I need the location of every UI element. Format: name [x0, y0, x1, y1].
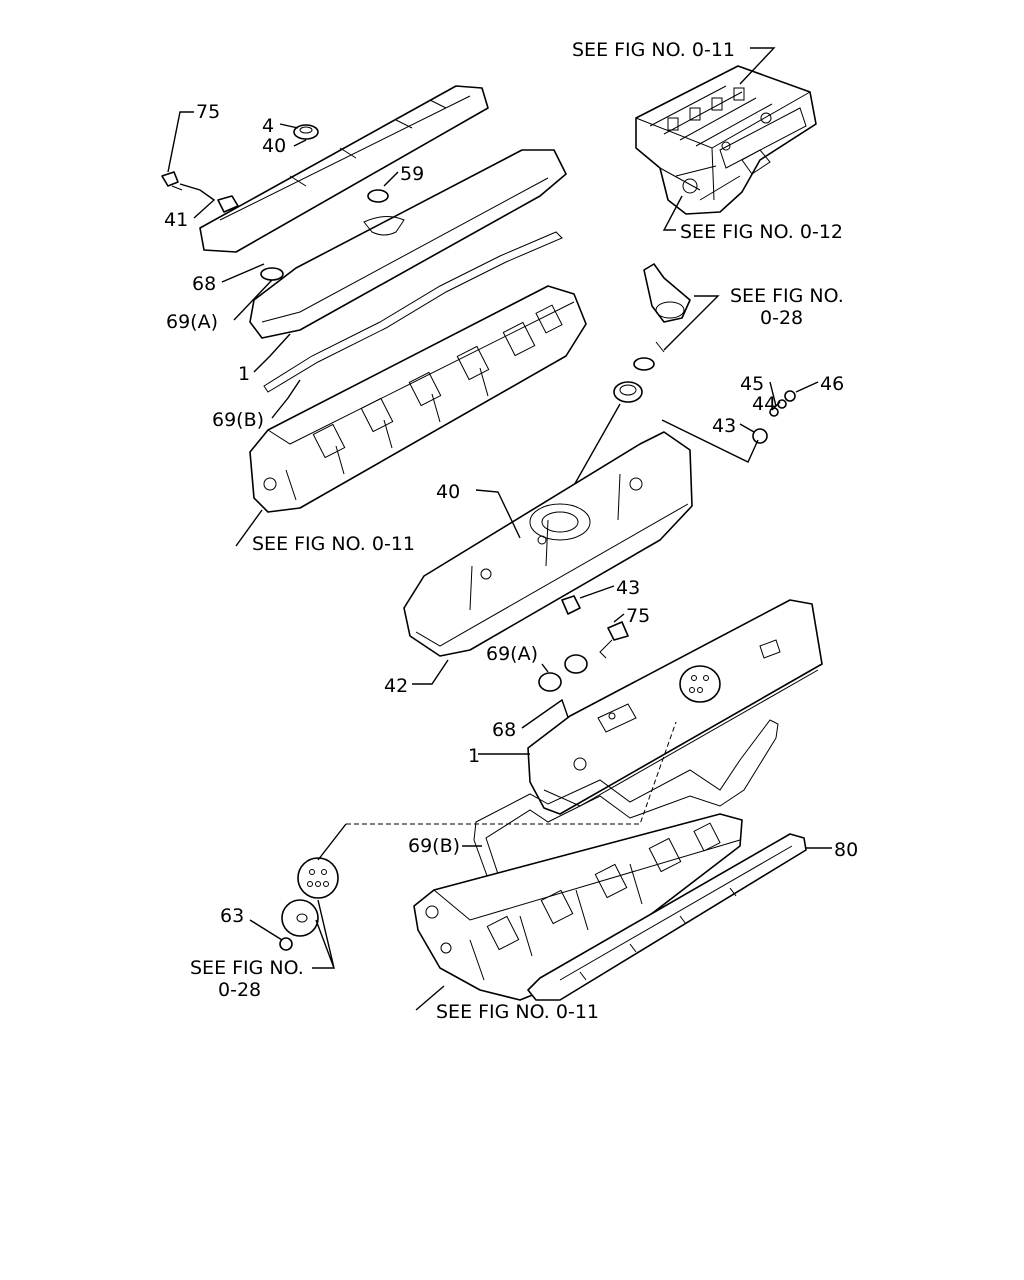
nut-43-mid: [561, 595, 581, 615]
leader-46: [795, 381, 819, 393]
leader-1-top: [253, 333, 291, 373]
leader-69b-top: [271, 379, 301, 419]
cylinder-head-upper: [249, 285, 587, 513]
leader-75-mid: [613, 613, 625, 623]
leader-63: [249, 919, 283, 941]
callout-69b-top: 69(B): [212, 409, 264, 431]
callout-1-top: 1: [238, 363, 250, 385]
label-see-fig-0-11-bottom: SEE FIG NO. 0-11: [436, 1001, 599, 1023]
link-plate-to-cover: [346, 721, 677, 825]
leader-engine-top: [739, 47, 776, 85]
callout-40-mid: 40: [436, 481, 460, 503]
leader-69a-mid: [541, 663, 549, 673]
valve-cover-lower: [527, 599, 823, 815]
leader-engine-bottom: [662, 195, 683, 231]
leader-40-top: [293, 139, 307, 147]
callout-75-top: 75: [196, 101, 220, 123]
label-see-fig-0-28-upper-2: 0-28: [760, 307, 803, 329]
callout-75-mid: 75: [626, 605, 650, 627]
label-see-fig-0-12: SEE FIG NO. 0-12: [680, 221, 843, 243]
leader-4: [279, 123, 299, 129]
label-see-fig-0-11-mid: SEE FIG NO. 0-11: [252, 533, 415, 555]
callout-46: 46: [820, 373, 844, 395]
leader-head-lower: [415, 985, 445, 1011]
leader-pcv: [663, 295, 720, 351]
washer-stack: [752, 390, 796, 444]
washer-68-mid: [564, 654, 588, 674]
engine-block-assembly: [635, 65, 817, 215]
plate-and-seal-lower: [279, 857, 339, 951]
gasket-lower: [473, 719, 779, 885]
bolt-75-mid: [607, 621, 629, 641]
label-see-fig-0-11-top: SEE FIG NO. 0-11: [572, 39, 735, 61]
callout-45: 45: [740, 373, 764, 395]
callout-68-top: 68: [192, 273, 216, 295]
valve-cover-middle: [403, 431, 693, 657]
leader-42: [412, 659, 449, 685]
pcv-elbow-assembly: [613, 263, 691, 403]
leader-plate: [317, 823, 347, 861]
callout-63: 63: [220, 905, 244, 927]
callout-1-mid: 1: [468, 745, 480, 767]
leader-45: [769, 381, 777, 407]
callout-41: 41: [164, 209, 188, 231]
callout-42: 42: [384, 675, 408, 697]
callout-40-top: 40: [262, 135, 286, 157]
callout-4: 4: [262, 115, 274, 137]
leader-40-mid: [475, 489, 521, 539]
leader-43-top: [739, 423, 755, 433]
leader-75-top: [167, 111, 194, 173]
valve-cover-upper-assembly: [161, 85, 567, 393]
callout-59: 59: [400, 163, 424, 185]
leader-69a-top: [233, 279, 273, 321]
callout-43-top: 43: [712, 415, 736, 437]
callout-44: 44: [752, 393, 776, 415]
callout-68-mid: 68: [492, 719, 516, 741]
callout-69a-top: 69(A): [166, 311, 218, 333]
callout-80: 80: [834, 839, 858, 861]
leader-68-top: [221, 263, 265, 283]
leader-head-upper: [235, 509, 263, 547]
leader-59: [383, 171, 399, 187]
leader-see-fig-0-28-lower: [312, 899, 336, 969]
washer-69a-mid: [538, 672, 562, 692]
label-see-fig-0-28-lower-2: 0-28: [218, 979, 261, 1001]
label-see-fig-0-28-upper-1: SEE FIG NO.: [730, 285, 844, 307]
label-see-fig-0-28-lower-1: SEE FIG NO.: [190, 957, 304, 979]
leader-washers: [661, 419, 759, 463]
callout-69a-mid: 69(A): [486, 643, 538, 665]
leader-44: [771, 401, 781, 411]
leader-43-mid: [579, 585, 615, 599]
leader-41: [179, 183, 216, 219]
callout-43-mid: 43: [616, 577, 640, 599]
callout-69b-mid: 69(B): [408, 835, 460, 857]
